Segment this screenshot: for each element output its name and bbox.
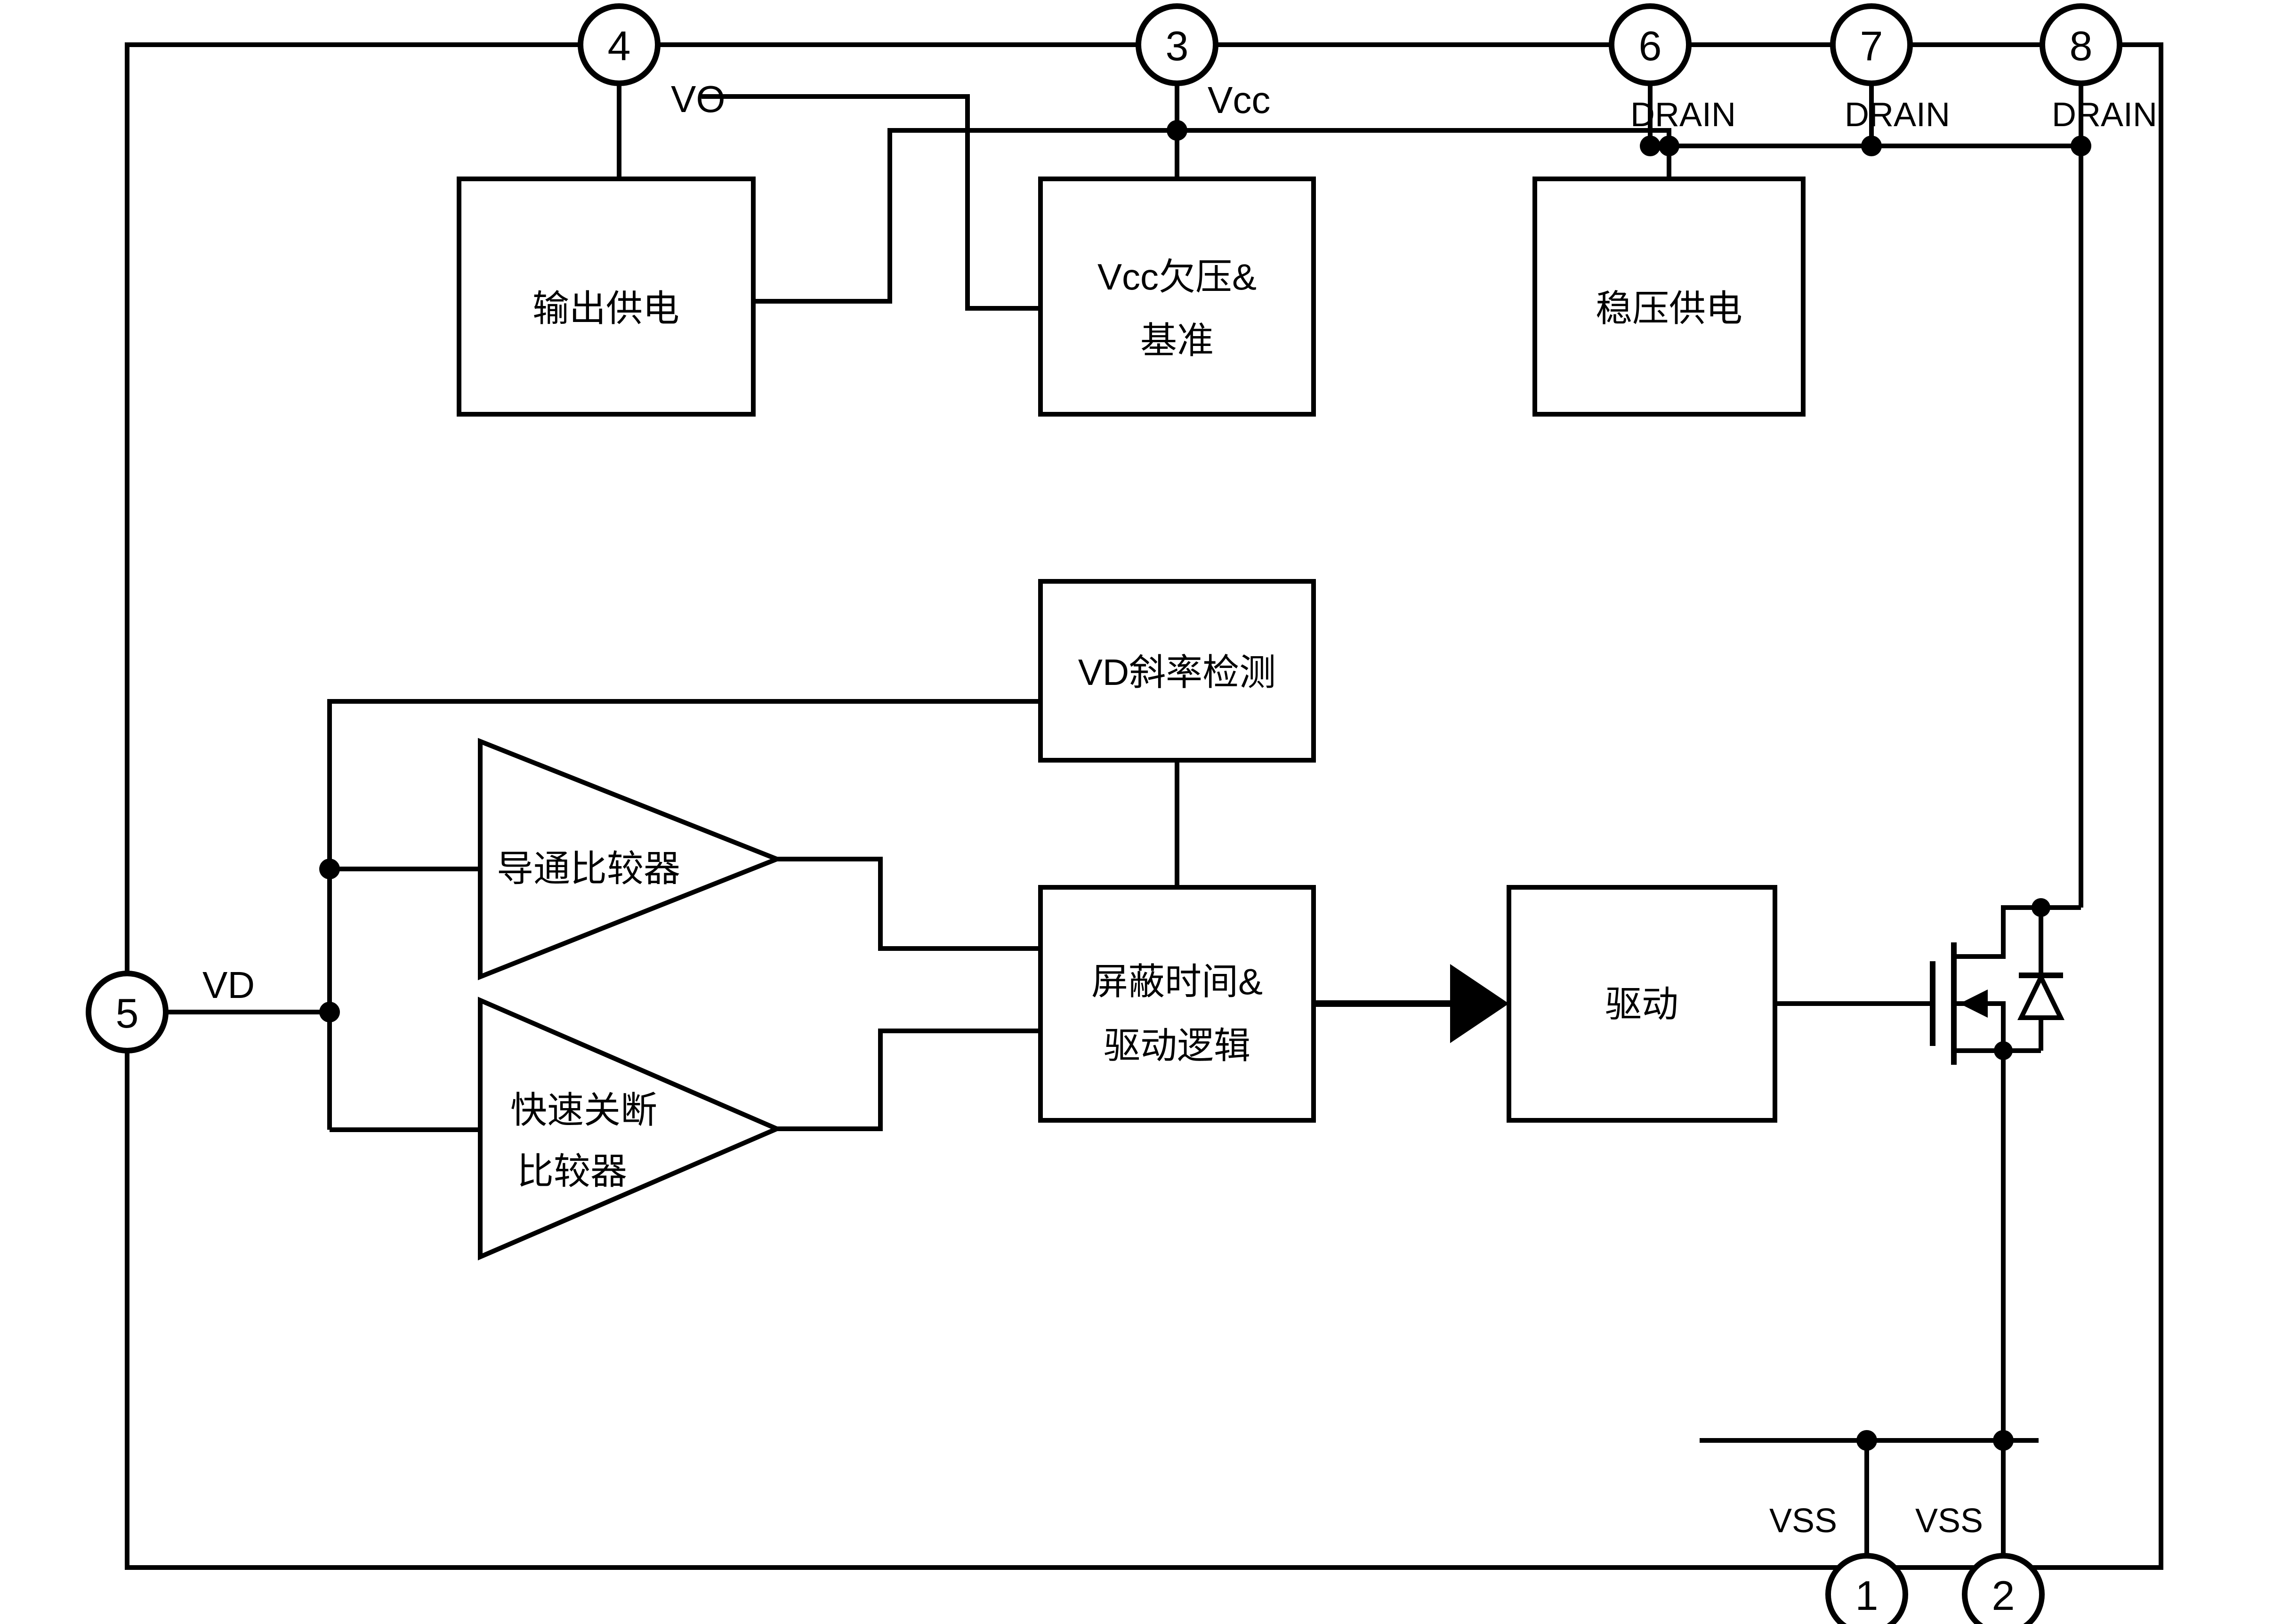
output-supply-label: 输出供电	[532, 288, 679, 329]
junction-dot	[319, 859, 340, 879]
pin-8-label: DRAIN	[2052, 96, 2157, 134]
pin-8: 8 DRAIN	[2040, 3, 2157, 134]
fast-turnoff-comparator-label-line1: 快速关断	[510, 1089, 657, 1131]
pin-5-label: VD	[202, 964, 255, 1006]
pin-7-label: DRAIN	[1845, 96, 1950, 134]
blanking-logic-box	[1038, 885, 1316, 1123]
junction-dot	[1640, 136, 1661, 156]
regulated-supply-box	[1532, 177, 1806, 417]
pin-2-circle	[1962, 1553, 2045, 1624]
pin-4-number: 4	[608, 23, 631, 69]
pin-4: 4 VO	[578, 3, 726, 120]
pin-2-label: VSS	[1915, 1502, 1983, 1540]
pin-6-label: DRAIN	[1630, 96, 1736, 134]
pin-2-number: 2	[1992, 1572, 2015, 1619]
blanking-logic-label-line2: 驱动逻辑	[1104, 1025, 1250, 1066]
output-supply-box	[457, 177, 756, 417]
pin-3-number: 3	[1166, 23, 1189, 69]
junction-dot	[1167, 120, 1187, 141]
junction-dot	[319, 1002, 340, 1022]
pin-8-number: 8	[2070, 23, 2093, 69]
driver-block: 驱动	[1507, 885, 1777, 1123]
pin-6-number: 6	[1639, 23, 1662, 69]
pin-5: 5 VD	[86, 964, 255, 1053]
signal-arrow-icon	[1450, 964, 1509, 1043]
blanking-drive-logic-block: 屏蔽时间& 驱动逻辑	[1038, 885, 1316, 1123]
pin-4-circle	[578, 3, 661, 86]
nmos-transistor-icon	[1930, 905, 2081, 1440]
pin-1-circle	[1825, 1553, 1908, 1624]
pin-5-number: 5	[116, 990, 139, 1037]
fast-turnoff-comparator-label-line2: 比较器	[517, 1150, 627, 1192]
turn-on-comparator: 导通比较器	[478, 738, 783, 981]
pin-1-number: 1	[1855, 1572, 1879, 1619]
body-diode-icon	[2017, 908, 2065, 1051]
vcc-uvlo-box	[1038, 177, 1316, 417]
regulated-supply-block: 稳压供电	[1532, 177, 1806, 417]
junction-dot	[2071, 136, 2091, 156]
pin-7-circle	[1830, 3, 1913, 86]
wire-fastoff-comp-to-logic	[777, 1029, 1040, 1131]
pin-5-circle	[86, 971, 169, 1053]
pin-6-circle	[1609, 3, 1692, 86]
wire-vo-to-vcc-uvlo	[702, 94, 1040, 311]
junction-dot	[1861, 136, 1882, 156]
vcc-uvlo-label-line1: Vcc欠压&	[1097, 256, 1257, 297]
vd-slope-detect-label: VD斜率检测	[1078, 651, 1276, 693]
junction-dot	[1856, 1430, 1877, 1451]
pin-3: 3 Vcc	[1136, 3, 1270, 121]
pin-8-circle	[2040, 3, 2122, 86]
pin-3-label: Vcc	[1208, 79, 1270, 121]
turn-on-comparator-triangle	[478, 738, 783, 981]
blanking-logic-label-line1: 屏蔽时间&	[1091, 961, 1263, 1002]
driver-label: 驱动	[1605, 983, 1678, 1025]
output-supply-block: 输出供电	[457, 177, 756, 417]
pin-7: 7 DRAIN	[1830, 3, 1950, 134]
wire-vd-bus-to-slope-detect	[327, 699, 1040, 1130]
vd-slope-detect-box	[1038, 579, 1316, 763]
vcc-uvlo-reference-block: Vcc欠压& 基准	[1038, 177, 1316, 417]
fast-turnoff-comparator: 快速关断 比较器	[478, 997, 783, 1261]
mosfet-arrow-icon	[1959, 989, 1988, 1018]
junction-dot	[1659, 136, 1679, 156]
junction-dot	[1993, 1430, 2014, 1451]
pin-7-number: 7	[1860, 23, 1883, 69]
fast-turnoff-comparator-triangle	[478, 997, 783, 1261]
pin-3-circle	[1136, 3, 1218, 86]
turn-on-comparator-label: 导通比较器	[497, 848, 680, 889]
pin-1-label: VSS	[1769, 1502, 1837, 1540]
pin-6: 6 DRAIN	[1609, 3, 1736, 134]
regulated-supply-label: 稳压供电	[1596, 288, 1742, 329]
driver-box	[1507, 885, 1777, 1123]
junction-dot	[2032, 898, 2050, 917]
pin-2: 2 VSS	[1915, 1502, 2045, 1624]
pin-1: 1 VSS	[1769, 1502, 1908, 1624]
pin-4-label: VO	[671, 78, 726, 120]
wire-turnon-comp-to-logic	[777, 857, 1040, 951]
vd-slope-detect-block: VD斜率检测	[1038, 579, 1316, 763]
vcc-uvlo-label-line2: 基准	[1140, 320, 1214, 361]
junction-dot	[1994, 1041, 2013, 1060]
